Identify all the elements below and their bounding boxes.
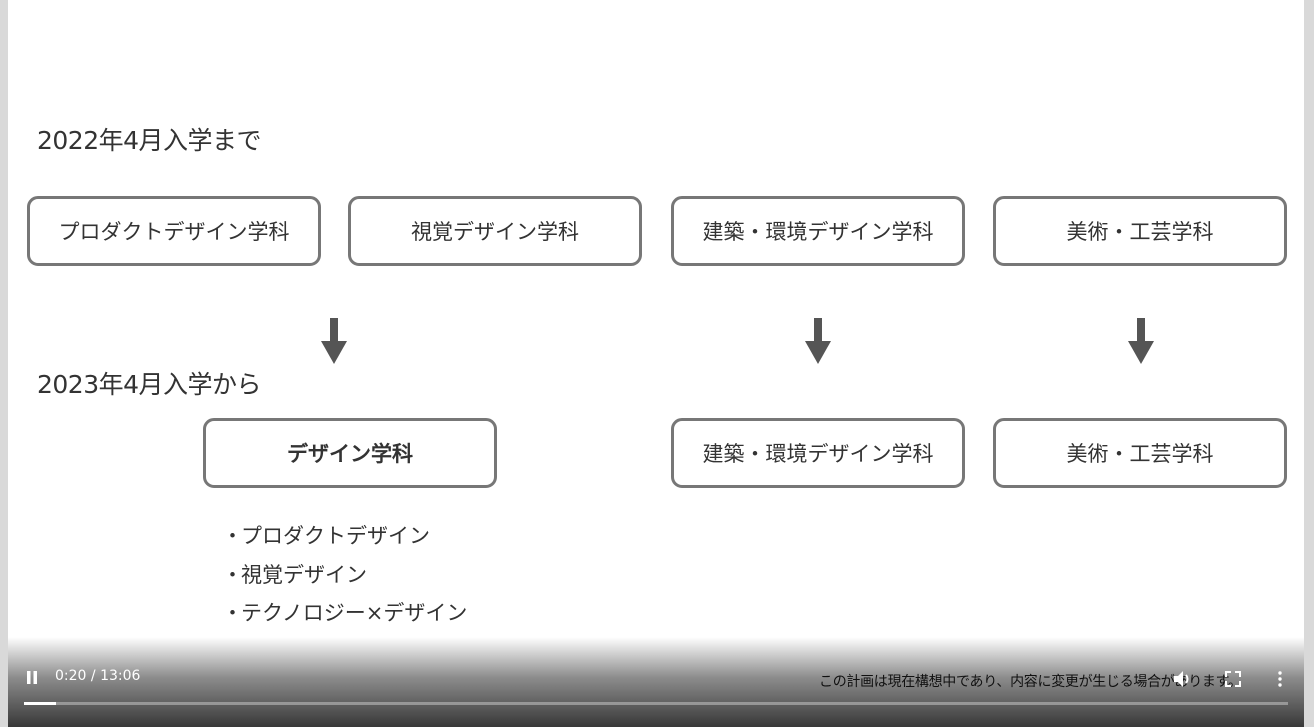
- dept-box-architecture-after: 建築・環境デザイン学科: [671, 418, 965, 488]
- dept-box-architecture-before: 建築・環境デザイン学科: [671, 196, 965, 266]
- pause-button[interactable]: [22, 667, 42, 687]
- dept-box-product-design: プロダクトデザイン学科: [27, 196, 321, 266]
- list-item: ・視覚デザイン: [222, 562, 367, 587]
- fullscreen-button[interactable]: [1222, 668, 1244, 690]
- design-course-list: ・プロダクトデザイン ・視覚デザイン ・テクノロジー×デザイン: [222, 517, 467, 633]
- dept-box-fine-arts-after: 美術・工芸学科: [993, 418, 1287, 488]
- list-item: ・テクノロジー×デザイン: [222, 601, 468, 625]
- volume-icon: [1174, 671, 1189, 687]
- time-separator: /: [90, 668, 96, 684]
- down-arrow-icon: [1128, 318, 1154, 364]
- dept-box-design: デザイン学科: [203, 418, 497, 488]
- dept-box-fine-arts-before: 美術・工芸学科: [993, 196, 1287, 266]
- progress-fill: [24, 702, 57, 705]
- down-arrow-icon: [805, 318, 831, 364]
- list-item: ・プロダクトデザイン: [222, 524, 430, 548]
- progress-bar[interactable]: [24, 702, 1288, 705]
- video-player[interactable]: 2022年4月入学まで プロダクトデザイン学科 視覚デザイン学科 建築・環境デザ…: [8, 0, 1304, 727]
- more-options-button[interactable]: [1269, 668, 1291, 690]
- more-options-icon: [1278, 671, 1282, 687]
- current-time: 0:20: [55, 668, 87, 684]
- player-controls: 0:20 / 13:06 この計画は現在構想中であり、内容に変更が生じる場合があ…: [8, 637, 1304, 727]
- duration: 13:06: [100, 668, 141, 684]
- fullscreen-icon: [1225, 671, 1241, 687]
- pause-icon: [27, 670, 37, 684]
- heading-before-2022: 2022年4月入学まで: [37, 126, 262, 155]
- down-arrow-icon: [321, 318, 347, 364]
- heading-after-2023: 2023年4月入学から: [37, 370, 262, 399]
- dept-box-visual-design: 視覚デザイン学科: [348, 196, 642, 266]
- volume-button[interactable]: [1172, 668, 1194, 690]
- time-display: 0:20 / 13:06: [55, 668, 140, 684]
- caption-text: この計画は現在構想中であり、内容に変更が生じる場合があります。: [819, 674, 1242, 690]
